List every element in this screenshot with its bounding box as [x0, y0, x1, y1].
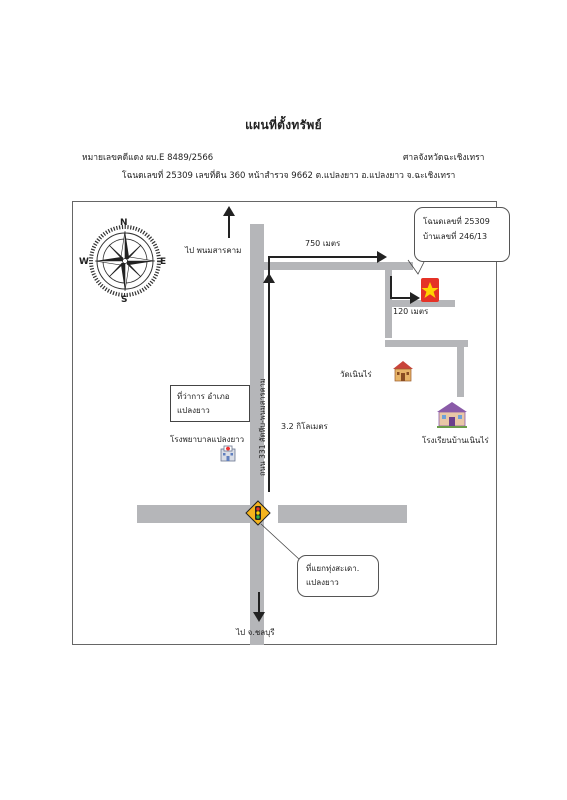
- arrow-turn-120: [390, 276, 420, 304]
- traffic-light-icon: [245, 500, 271, 526]
- district-office-line1: ที่ว่าการ อำเภอ: [177, 392, 230, 401]
- road-school-vertical: [457, 340, 464, 397]
- label-to-chonburi: ไป จ.ชลบุรี: [236, 628, 275, 637]
- compass-rose-icon: [89, 225, 161, 297]
- compass-south-label: S: [121, 295, 128, 305]
- label-to-phanom: ไป พนมสารคาม: [185, 246, 242, 255]
- road-cross-west: [137, 505, 250, 523]
- label-120m: 120 เมตร: [393, 307, 429, 316]
- road-to-school: [385, 340, 468, 347]
- property-callout: โฉนดเลขที่ 25309 บ้านเลขที่ 246/13: [414, 207, 510, 262]
- road-east-branch: [264, 262, 413, 270]
- label-temple: วัดเนินไร่: [340, 370, 372, 379]
- label-road-331: ถนน 331 สัตหีบ-พนมสารคาม: [258, 378, 267, 476]
- compass-north-label: N: [120, 218, 128, 228]
- road-cross-east: [278, 505, 407, 523]
- temple-icon: [393, 361, 413, 382]
- hospital-icon: [220, 445, 236, 462]
- district-office-box: ที่ว่าการ อำเภอ แปลงยาว: [170, 385, 250, 422]
- junction-line1: ที่แยกทุ่งสะเดา.: [306, 564, 360, 573]
- school-icon: [437, 402, 467, 428]
- label-hospital: โรงพยาบาลแปลงยาว: [170, 435, 245, 444]
- label-3-2km: 3.2 กิโลเมตร: [281, 422, 328, 431]
- court-name: ศาลจังหวัดฉะเชิงเทรา: [403, 153, 485, 163]
- junction-line2: แปลงยาว: [306, 577, 339, 587]
- compass-west-label: W: [79, 257, 89, 267]
- map-frame: N S E W ไป พนมสารคาม 750 เมตร 120 เมตร 3…: [72, 201, 510, 645]
- label-750m: 750 เมตร: [305, 239, 341, 248]
- junction-callout: ที่แยกทุ่งสะเดา. แปลงยาว: [297, 555, 379, 597]
- district-office-line2: แปลงยาว: [177, 406, 210, 416]
- compass-east-label: E: [160, 257, 167, 267]
- property-deed: โฉนดเลขที่ 25309: [423, 217, 490, 226]
- road-stub: [385, 300, 455, 307]
- property-star-marker-icon: [421, 278, 439, 302]
- case-number: หมายเลขคดีแดง ผบ.E 8489/2566: [82, 153, 214, 163]
- label-school: โรงเรียนบ้านเนินไร่: [422, 436, 489, 445]
- page-title: แผนที่ตั้งทรัพย์: [245, 118, 322, 132]
- deed-info: โฉนดเลขที่ 25309 เลขที่ดิน 360 หน้าสำรวจ…: [122, 171, 456, 181]
- route-arrows: [223, 206, 426, 622]
- arrow-east-750: [268, 251, 387, 275]
- property-callout-pointer: [407, 259, 426, 275]
- road-331: [250, 224, 264, 645]
- property-house-no: บ้านเลขที่ 246/13: [423, 232, 488, 242]
